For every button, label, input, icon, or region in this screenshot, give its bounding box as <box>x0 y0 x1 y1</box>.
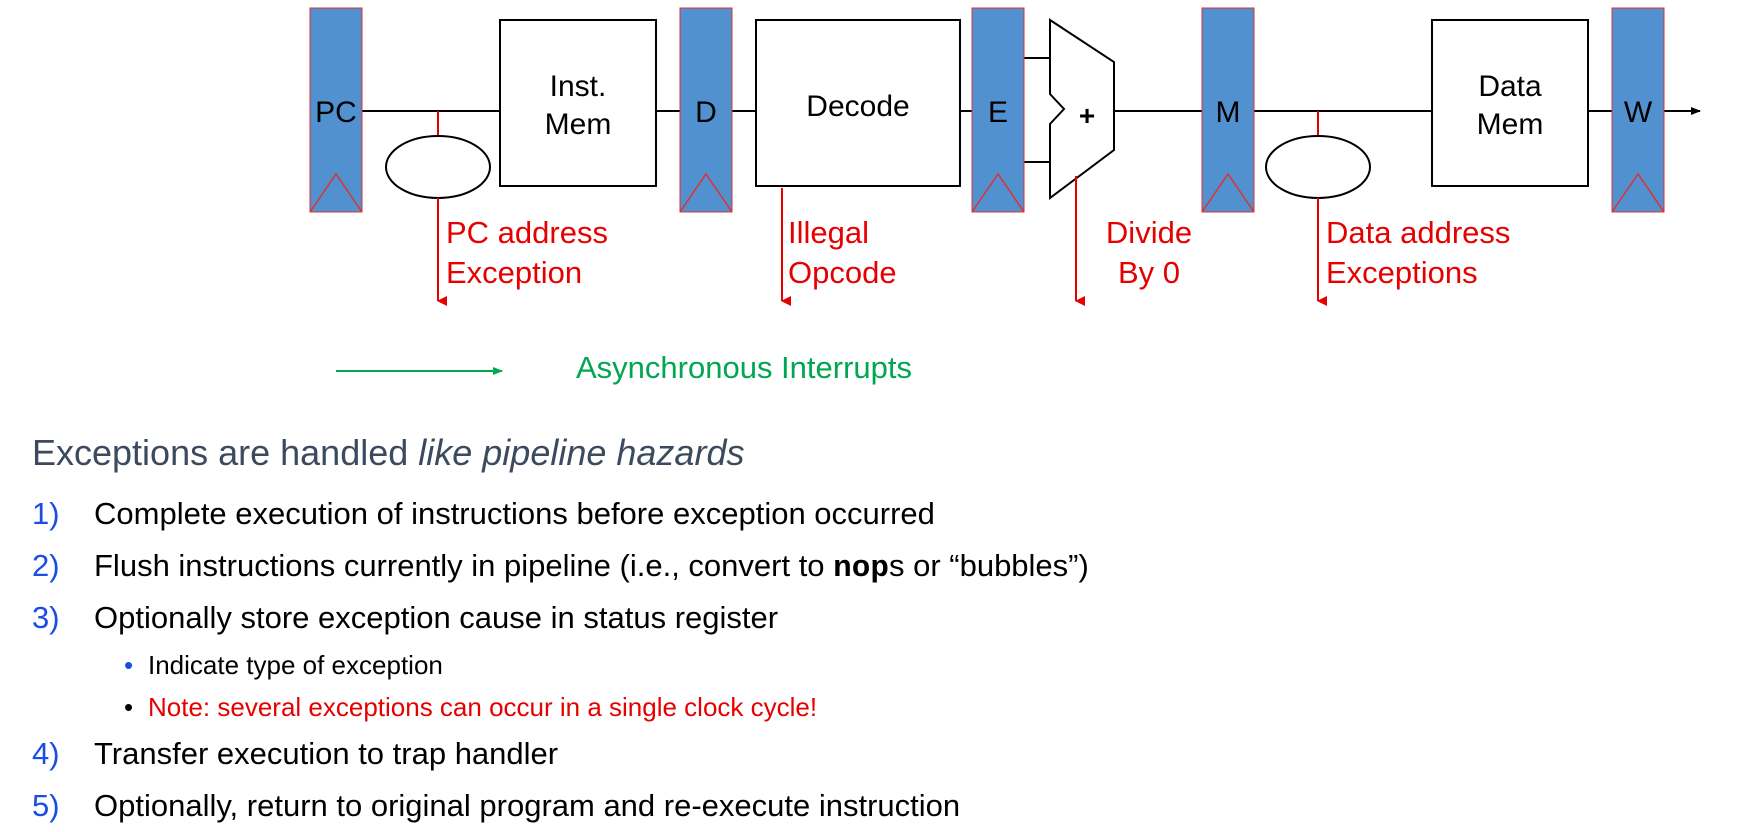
pipeline-exception-diagram: PC D E M W Inst. Mem Decode + Data Mem <box>309 7 1701 385</box>
svg-text:Data address: Data address <box>1326 215 1510 250</box>
step-text-before: Flush instructions currently in pipeline… <box>94 548 834 583</box>
svg-text:Divide: Divide <box>1106 215 1192 250</box>
register-pc: PC <box>309 7 363 213</box>
step-number: 4) <box>32 736 60 771</box>
register-e-label: E <box>988 96 1008 129</box>
step-text: Optionally store exception cause in stat… <box>94 600 779 635</box>
step-text: Optionally, return to original program a… <box>94 788 961 823</box>
svg-text:Exceptions: Exceptions <box>1326 255 1478 290</box>
alu-block: + <box>1049 18 1115 200</box>
data-address-exception-label: Data address Exceptions <box>1326 215 1510 290</box>
step-text: Flush instructions currently in pipeline… <box>94 540 1089 595</box>
step-number: 2) <box>32 548 60 583</box>
step-4: 4) Transfer execution to trap handler <box>32 728 1712 780</box>
step-2: 2) Flush instructions currently in pipel… <box>32 540 1712 592</box>
svg-text:Opcode: Opcode <box>788 255 897 290</box>
register-m: M <box>1201 7 1255 213</box>
step-1: 1) Complete execution of instructions be… <box>32 488 1712 540</box>
data-address-check <box>1265 111 1371 306</box>
svg-text:By 0: By 0 <box>1118 255 1180 290</box>
step-3: 3) Optionally store exception cause in s… <box>32 592 1712 644</box>
sub-bullet-1: • Indicate type of exception <box>32 644 1712 686</box>
inst-mem-line2: Mem <box>545 108 612 141</box>
bullet-dot: • <box>124 650 134 680</box>
step-number: 5) <box>32 788 60 823</box>
data-mem-block: Data Mem <box>1431 19 1589 187</box>
sub-bullet-text: Note: several exceptions can occur in a … <box>148 692 818 722</box>
bullet-dot: • <box>124 692 134 722</box>
step-text: Complete execution of instructions befor… <box>94 496 935 531</box>
data-mem-line2: Mem <box>1477 108 1544 141</box>
inst-mem-line1: Inst. <box>550 70 607 103</box>
register-pc-label: PC <box>315 96 357 129</box>
data-mem-line1: Data <box>1478 70 1542 103</box>
register-m-label: M <box>1216 96 1241 129</box>
step-text-after: s or “bubbles”) <box>888 548 1089 583</box>
sub-bullet-text: Indicate type of exception <box>148 650 443 680</box>
register-d: D <box>679 7 733 213</box>
section-heading: Exceptions are handled like pipeline haz… <box>32 432 1712 474</box>
illegal-opcode-label: Illegal Opcode <box>788 215 897 290</box>
datapath-wires <box>362 57 1701 163</box>
heading-plain: Exceptions are handled <box>32 432 419 473</box>
exception-handling-text: Exceptions are handled like pipeline haz… <box>32 432 1712 832</box>
pc-address-exception-label: PC address Exception <box>446 215 608 290</box>
heading-italic: like pipeline hazards <box>418 432 745 473</box>
step-number: 1) <box>32 496 60 531</box>
step-text: Transfer execution to trap handler <box>94 736 559 771</box>
register-d-label: D <box>695 96 717 129</box>
step-5: 5) Optionally, return to original progra… <box>32 780 1712 832</box>
svg-text:Exception: Exception <box>446 255 582 290</box>
divide-by-zero-label: Divide By 0 <box>1106 215 1192 290</box>
decode-block: Decode <box>755 19 961 187</box>
register-e: E <box>971 7 1025 213</box>
alu-plus-label: + <box>1079 100 1095 131</box>
inst-mem-block: Inst. Mem <box>499 19 657 187</box>
pc-address-check <box>385 111 491 306</box>
register-w: W <box>1611 7 1665 213</box>
step-number: 3) <box>32 600 60 635</box>
sub-bullet-2: • Note: several exceptions can occur in … <box>32 686 1712 728</box>
nop-code: nop <box>833 551 889 586</box>
async-interrupt-label: Asynchronous Interrupts <box>576 350 912 385</box>
svg-text:Illegal: Illegal <box>788 215 869 250</box>
decode-label: Decode <box>806 90 909 123</box>
svg-text:PC address: PC address <box>446 215 608 250</box>
register-w-label: W <box>1624 96 1653 129</box>
